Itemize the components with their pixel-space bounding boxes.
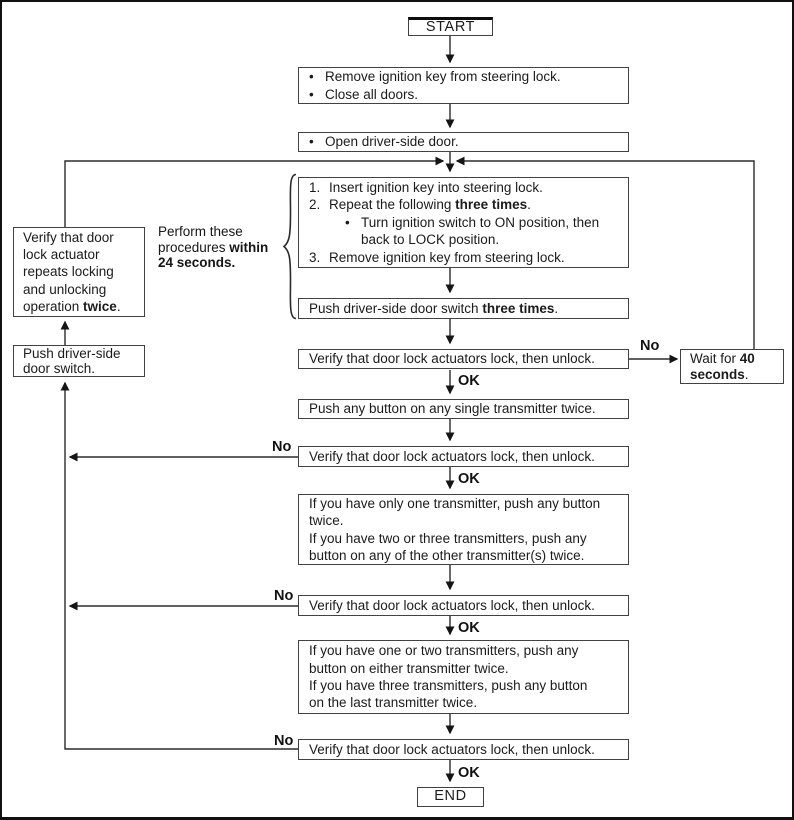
check-actuators-1: Verify that door lock actuators lock, th… bbox=[298, 349, 629, 369]
line: lock actuator bbox=[23, 247, 100, 263]
note-line: procedures within bbox=[158, 240, 290, 256]
bullet-glyph: • bbox=[309, 134, 314, 150]
line: If you have two or three transmitters, p… bbox=[309, 530, 587, 546]
step-open-driver-door: • Open driver-side door. bbox=[298, 132, 629, 152]
item-text-post: . bbox=[527, 197, 531, 213]
wait-text-bold: 40 bbox=[739, 350, 755, 366]
step-text: Open driver-side door. bbox=[325, 134, 459, 150]
list-item-text: Close all doors. bbox=[325, 86, 419, 102]
check-text: Verify that door lock actuators lock, th… bbox=[309, 741, 595, 757]
note-within-24-seconds: Perform these procedures within 24 secon… bbox=[158, 224, 290, 271]
loop-push-door-switch: Push driver-side door switch. bbox=[13, 345, 145, 377]
line-pre: operation bbox=[23, 298, 84, 314]
bullet-glyph: • bbox=[345, 214, 350, 230]
note-line: Perform these bbox=[158, 224, 243, 239]
item-text-pre: Repeat the following bbox=[329, 197, 456, 213]
step-push-door-switch-three-times: Push driver-side door switch three times… bbox=[298, 298, 629, 319]
step-text: Push driver-side door switch three times… bbox=[309, 300, 558, 317]
item-number: 1. bbox=[309, 179, 321, 195]
loop-verify-actuator-twice: Verify that door lock actuator repeats l… bbox=[13, 227, 145, 317]
item-text: Repeat the following three times. bbox=[329, 196, 531, 213]
step-text-bold: three times bbox=[482, 300, 555, 316]
step-text-pre: Push driver-side door switch bbox=[309, 300, 483, 316]
bullet-glyph: • bbox=[309, 86, 314, 102]
numbered-item: 3. Remove ignition key from steering loc… bbox=[309, 249, 620, 266]
line: button on any of the other transmitter(s… bbox=[309, 547, 585, 563]
wait-text-bold: seconds bbox=[690, 366, 745, 382]
note-pre: procedures bbox=[158, 239, 230, 255]
wait-text-post: . bbox=[744, 366, 749, 382]
ok-label: OK bbox=[458, 765, 480, 781]
line: on the last transmitter twice. bbox=[309, 695, 478, 711]
step-last-transmitter: If you have one or two transmitters, pus… bbox=[298, 640, 629, 714]
line: If you have only one transmitter, push a… bbox=[309, 495, 601, 511]
wait-40-seconds: Wait for 40 seconds. bbox=[680, 349, 784, 384]
note-bold: 24 seconds. bbox=[158, 255, 236, 270]
end-node: END bbox=[417, 787, 484, 807]
start-label: START bbox=[425, 18, 476, 35]
check-text: Verify that door lock actuators lock, th… bbox=[309, 351, 595, 367]
line: repeats locking bbox=[23, 264, 114, 280]
note-bold: within bbox=[229, 239, 269, 255]
list-item: • Remove ignition key from steering lock… bbox=[309, 68, 620, 85]
no-label: No bbox=[272, 439, 292, 455]
no-label: No bbox=[274, 588, 294, 604]
item-number: 3. bbox=[309, 249, 321, 265]
line: If you have one or two transmitters, pus… bbox=[309, 643, 579, 659]
item-text: Turn ignition switch to ON position, the… bbox=[361, 214, 600, 230]
check-actuators-4: Verify that door lock actuators lock, th… bbox=[298, 739, 629, 760]
wait-line: seconds. bbox=[690, 367, 775, 383]
line: If you have three transmitters, push any… bbox=[309, 678, 588, 693]
check-text: Verify that door lock actuators lock, th… bbox=[309, 448, 595, 464]
item-text-bold: three times bbox=[455, 197, 528, 213]
sub-bullet-item: • Turn ignition switch to ON position, t… bbox=[345, 214, 620, 231]
check-actuators-2: Verify that door lock actuators lock, th… bbox=[298, 446, 629, 467]
wait-text-pre: Wait for bbox=[690, 350, 740, 366]
step-other-transmitters: If you have only one transmitter, push a… bbox=[298, 494, 629, 565]
list-item-text: Remove ignition key from steering lock. bbox=[325, 69, 561, 85]
numbered-item: 2. Repeat the following three times. bbox=[309, 196, 620, 213]
ok-label: OK bbox=[458, 373, 480, 389]
line: Verify that door bbox=[23, 230, 114, 245]
check-actuators-3: Verify that door lock actuators lock, th… bbox=[298, 595, 629, 616]
step-key-cycle: 1. Insert ignition key into steering loc… bbox=[298, 177, 629, 268]
start-node: START bbox=[408, 17, 493, 36]
step-text: Push any button on any single transmitte… bbox=[309, 401, 596, 417]
line-bold: twice bbox=[83, 298, 117, 314]
line: button on either transmitter twice. bbox=[309, 660, 509, 676]
no-label: No bbox=[640, 338, 660, 354]
step-text-post: . bbox=[554, 300, 559, 316]
ok-label: OK bbox=[458, 620, 480, 636]
line: and unlocking bbox=[23, 281, 107, 297]
item-text: back to LOCK position. bbox=[361, 232, 500, 248]
wait-line: Wait for 40 bbox=[690, 351, 775, 367]
bullet-glyph: • bbox=[309, 69, 314, 85]
note-line: 24 seconds. bbox=[158, 255, 290, 271]
ok-label: OK bbox=[458, 471, 480, 487]
step-remove-key-close-doors: • Remove ignition key from steering lock… bbox=[298, 67, 629, 104]
item-text: Insert ignition key into steering lock. bbox=[329, 179, 543, 195]
line: operation twice. bbox=[23, 298, 136, 315]
line: twice. bbox=[309, 513, 344, 529]
item-text: Remove ignition key from steering lock. bbox=[329, 249, 565, 265]
check-text: Verify that door lock actuators lock, th… bbox=[309, 597, 595, 613]
end-label: END bbox=[434, 788, 467, 805]
line: door switch. bbox=[23, 361, 96, 376]
sub-bullet-continuation: back to LOCK position. bbox=[309, 231, 620, 248]
step-push-any-single-transmitter: Push any button on any single transmitte… bbox=[298, 399, 629, 419]
item-number: 2. bbox=[309, 197, 321, 213]
list-item: • Close all doors. bbox=[309, 86, 620, 103]
line-post: . bbox=[116, 298, 121, 314]
numbered-item: 1. Insert ignition key into steering loc… bbox=[309, 179, 620, 196]
no-label: No bbox=[274, 733, 294, 749]
line: Push driver-side bbox=[23, 345, 121, 361]
